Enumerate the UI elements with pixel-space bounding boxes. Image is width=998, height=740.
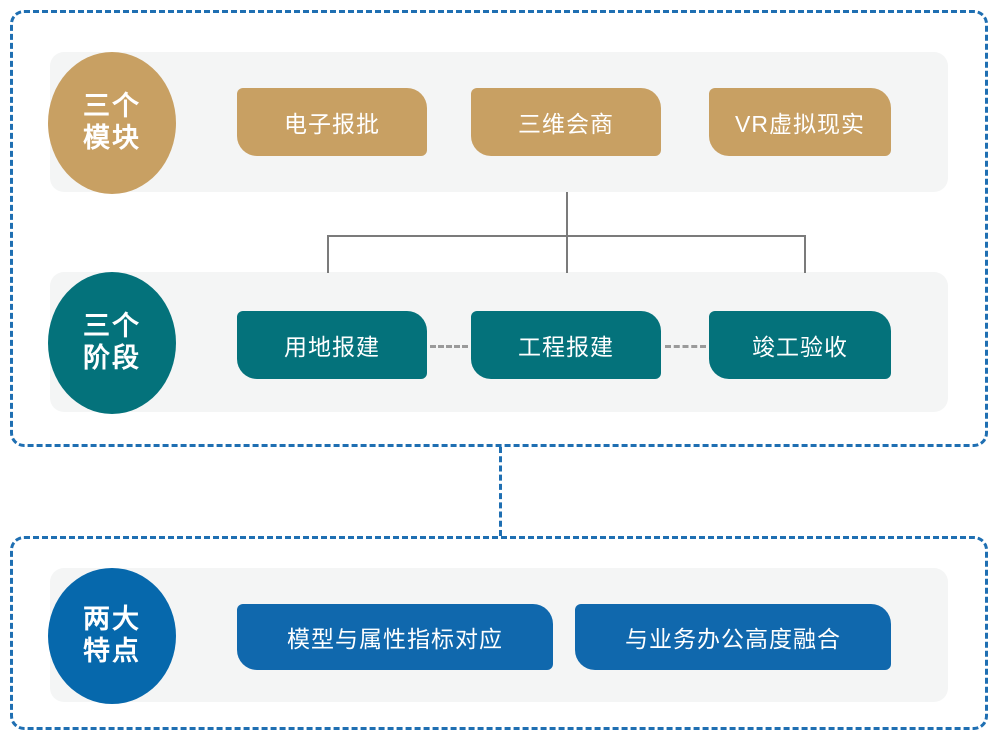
node-module-vr-xuni-xianshi[interactable]: VR虚拟现实	[709, 88, 891, 156]
connector-drop-center	[566, 235, 568, 273]
node-module-sanwei-huishang[interactable]: 三维会商	[471, 88, 661, 156]
node-stage-jungong-yanshou[interactable]: 竣工验收	[709, 311, 891, 379]
badge-modules-line2: 模块	[83, 123, 141, 153]
node-feature-yewu-bangong-gaodu-ronghe[interactable]: 与业务办公高度融合	[575, 604, 891, 670]
group-panel-top	[10, 10, 988, 447]
node-module-dianzi-baopi[interactable]: 电子报批	[237, 88, 427, 156]
group-connector-dashed	[499, 447, 502, 536]
connector-stem	[566, 192, 568, 236]
stage-link-one-to-two	[430, 345, 468, 348]
badge-stages-line2: 阶段	[83, 343, 141, 373]
node-stage-gongcheng-baojian[interactable]: 工程报建	[471, 311, 661, 379]
badge-three-stages: 三个 阶段	[48, 272, 176, 414]
group-panel-bottom	[10, 536, 988, 730]
badge-three-modules: 三个 模块	[48, 52, 176, 194]
connector-drop-right	[804, 235, 806, 273]
badge-features-line1: 两大	[83, 604, 141, 635]
badge-features-line2: 特点	[83, 636, 141, 666]
node-stage-yongdi-baojian[interactable]: 用地报建	[237, 311, 427, 379]
connector-drop-left	[327, 235, 329, 273]
badge-stages-line1: 三个	[83, 311, 141, 342]
badge-modules-line1: 三个	[83, 91, 141, 122]
badge-two-features: 两大 特点	[48, 568, 176, 704]
node-feature-moxing-shuxing-zhibiao-duiying[interactable]: 模型与属性指标对应	[237, 604, 553, 670]
stage-link-two-to-three	[665, 345, 706, 348]
